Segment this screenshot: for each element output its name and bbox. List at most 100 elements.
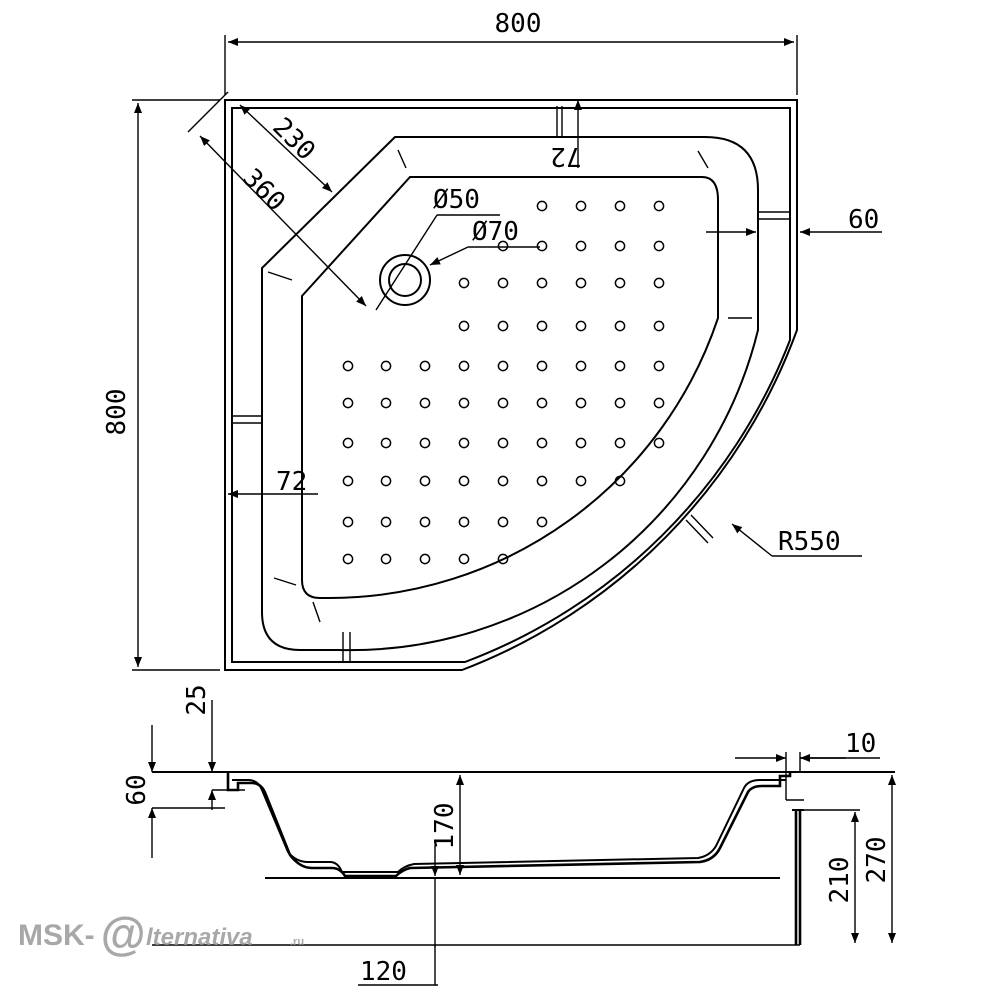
dim-rim-height: 60	[122, 725, 225, 858]
anti-slip-dot	[497, 360, 509, 372]
anti-slip-dot	[458, 320, 470, 332]
anti-slip-dot	[653, 277, 665, 289]
anti-slip-dot	[497, 475, 509, 487]
anti-slip-dot	[653, 397, 665, 409]
anti-slip-dot	[614, 200, 626, 212]
anti-slip-dot	[380, 553, 392, 565]
anti-slip-dot	[575, 360, 587, 372]
anti-slip-dot	[653, 240, 665, 252]
watermark-logo: MSK- @ lternativa .ru	[18, 908, 304, 960]
anti-slip-dot	[419, 360, 431, 372]
anti-slip-dot	[575, 437, 587, 449]
anti-slip-dot	[497, 553, 509, 565]
anti-slip-dot	[614, 437, 626, 449]
anti-slip-dot	[536, 200, 548, 212]
anti-slip-dot	[380, 516, 392, 528]
anti-slip-dot	[536, 277, 548, 289]
rim-marks	[232, 106, 790, 662]
anti-slip-dot	[536, 397, 548, 409]
anti-slip-dot	[380, 475, 392, 487]
anti-slip-dot	[575, 320, 587, 332]
anti-slip-dot	[380, 397, 392, 409]
tray-section-profile-inner	[232, 779, 786, 873]
anti-slip-dot	[342, 397, 354, 409]
dim-radius: R550	[731, 523, 862, 557]
anti-slip-dot	[614, 277, 626, 289]
dim-leg-height: 210	[804, 809, 860, 943]
anti-slip-dot	[575, 240, 587, 252]
anti-slip-dot	[419, 437, 431, 449]
anti-slip-dot	[575, 397, 587, 409]
anti-slip-dot	[458, 553, 470, 565]
tray-floor-outline	[301, 176, 719, 599]
anti-slip-dot	[653, 200, 665, 212]
anti-slip-dot	[497, 240, 509, 252]
anti-slip-dot	[419, 397, 431, 409]
anti-slip-dot	[458, 475, 470, 487]
anti-slip-dot	[380, 437, 392, 449]
dim-radius-label: R550	[778, 527, 841, 557]
section-view: 25 60 10 170 210	[122, 684, 896, 987]
anti-slip-dot	[419, 553, 431, 565]
dim-drain-diameters: Ø50 Ø70	[375, 185, 540, 311]
anti-slip-dot	[614, 320, 626, 332]
anti-slip-dot	[497, 437, 509, 449]
anti-slip-dot	[536, 475, 548, 487]
anti-slip-dot	[536, 320, 548, 332]
dim-rim-left-label: 72	[276, 467, 307, 497]
dim-drain-offset-label: 360	[236, 163, 290, 217]
dim-rim-left: 72	[228, 467, 318, 498]
anti-slip-dot	[536, 360, 548, 372]
dim-chamfer-label: 230	[266, 112, 320, 166]
anti-slip-dot	[575, 200, 587, 212]
anti-slip-dot	[342, 475, 354, 487]
drain-outer-ring	[379, 254, 431, 306]
anti-slip-dot	[458, 360, 470, 372]
dim-drain-inner-label: Ø50	[433, 185, 480, 215]
anti-slip-dot	[497, 516, 509, 528]
anti-slip-dot	[342, 360, 354, 372]
dim-depth-label: 170	[430, 803, 460, 850]
anti-slip-dot	[653, 437, 665, 449]
dim-height-label: 800	[102, 389, 132, 436]
anti-slip-dot	[536, 240, 548, 252]
anti-slip-dot	[497, 397, 509, 409]
tray-ledge-outline	[261, 136, 759, 652]
anti-slip-dot	[653, 320, 665, 332]
anti-slip-dots	[342, 200, 665, 565]
anti-slip-dot	[497, 277, 509, 289]
anti-slip-dot	[614, 360, 626, 372]
dim-rim-top-label: 72	[550, 141, 581, 171]
drain	[379, 254, 431, 306]
tray-rim-outline	[231, 107, 791, 663]
anti-slip-dot	[342, 437, 354, 449]
plan-view: 800 800 230 360 Ø50 Ø70	[102, 9, 882, 671]
anti-slip-dot	[497, 320, 509, 332]
dim-drain-outer-label: Ø70	[472, 217, 519, 247]
dim-leg-offset: 120	[358, 845, 439, 987]
dim-rim-right: 60	[706, 205, 882, 236]
anti-slip-dot	[614, 397, 626, 409]
dim-rim-thickness-label: 25	[182, 684, 212, 715]
dim-leg-offset-label: 120	[360, 957, 407, 987]
support-leg	[785, 772, 804, 945]
anti-slip-dot	[458, 397, 470, 409]
anti-slip-dot	[575, 475, 587, 487]
anti-slip-dot	[458, 437, 470, 449]
dim-total-height: 270	[862, 775, 896, 943]
anti-slip-dot	[380, 360, 392, 372]
dim-total-height-label: 270	[862, 837, 892, 884]
anti-slip-dot	[419, 475, 431, 487]
anti-slip-dot	[536, 516, 548, 528]
anti-slip-dot	[575, 277, 587, 289]
dim-leg-height-label: 210	[825, 857, 855, 904]
dim-width-label: 800	[495, 9, 542, 39]
anti-slip-dot	[653, 360, 665, 372]
dim-rim-top: 72	[550, 100, 582, 171]
anti-slip-dot	[342, 553, 354, 565]
svg-text:lternativa: lternativa	[146, 924, 253, 951]
dim-rim-height-label: 60	[122, 774, 152, 805]
dim-rim-thickness: 25	[182, 684, 245, 810]
tray-outer-outline	[224, 99, 798, 671]
